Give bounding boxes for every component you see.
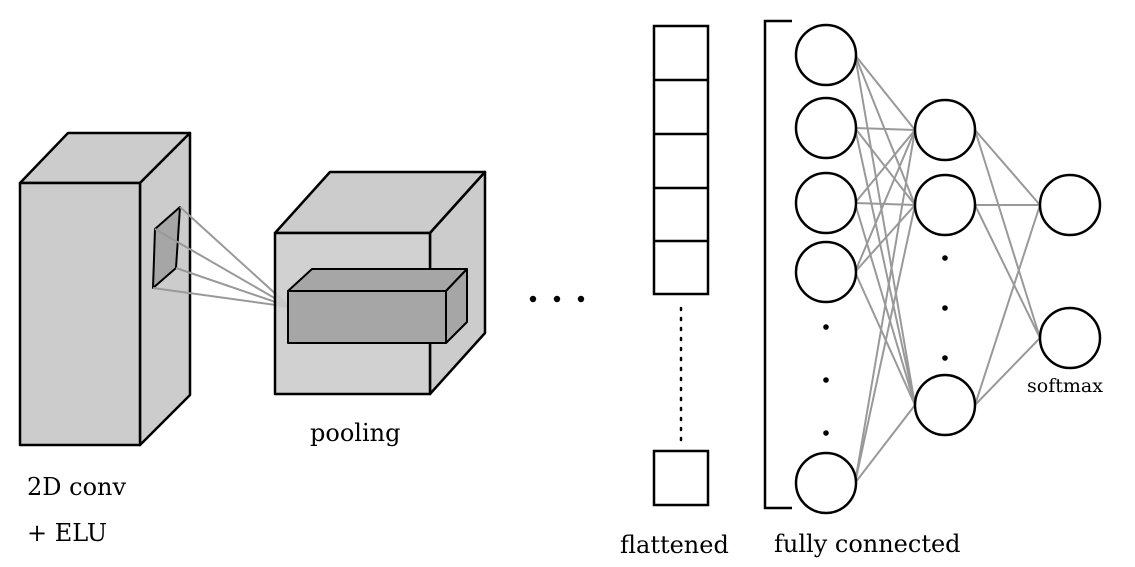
fc-edges-2 <box>974 129 1041 406</box>
ellipsis-dots <box>529 295 585 303</box>
pool-prism-front <box>287 290 447 344</box>
flattened-cell <box>652 24 710 296</box>
fc-bracket <box>763 19 792 510</box>
conv-block <box>18 131 192 447</box>
flattened-cell-last <box>652 449 710 507</box>
fully-connected-label: fully connected <box>774 530 961 558</box>
fc-layer-1 <box>794 23 858 515</box>
softmax-label: softmax <box>1027 375 1103 397</box>
fc1-node <box>794 240 858 304</box>
pool-prism-top <box>287 268 468 292</box>
fc1-node <box>794 451 858 515</box>
output-node <box>1038 173 1102 237</box>
fc-layer-2 <box>913 98 977 437</box>
output-layer <box>1038 173 1102 370</box>
fc2-node <box>913 373 977 437</box>
flattened-label: flattened <box>620 531 729 559</box>
output-node <box>1038 306 1102 370</box>
conv-label: 2D conv <box>27 473 126 501</box>
fc-edges-1 <box>854 54 916 484</box>
fc2-node <box>913 173 977 237</box>
conv-block-front <box>18 181 142 447</box>
fc2-node <box>913 98 977 162</box>
elu-label: + ELU <box>27 519 107 547</box>
receptive-field-lines <box>152 206 291 308</box>
flattened-vector <box>652 24 710 507</box>
fc1-node <box>794 96 858 160</box>
fc1-node <box>794 171 858 235</box>
pooling-block <box>273 170 487 396</box>
pooling-label: pooling <box>310 419 400 447</box>
fc1-node <box>794 23 858 87</box>
